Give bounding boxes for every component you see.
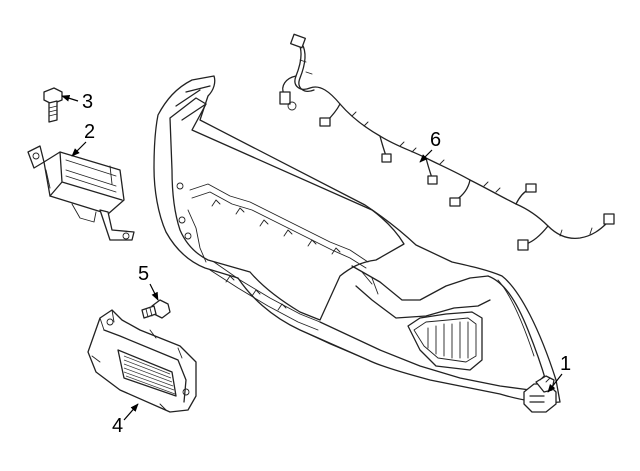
part-4-radar-bracket bbox=[87, 309, 197, 413]
callout-6: 6 bbox=[419, 129, 441, 163]
part-2-module bbox=[27, 145, 135, 241]
part-3-bolt bbox=[43, 87, 63, 123]
svg-text:5: 5 bbox=[138, 263, 149, 285]
bumper-cover bbox=[153, 75, 561, 404]
callout-1: 1 bbox=[547, 353, 571, 393]
callout-3: 3 bbox=[61, 91, 93, 113]
part-5-bolt bbox=[141, 299, 171, 319]
svg-text:1: 1 bbox=[560, 353, 571, 375]
callout-2: 2 bbox=[71, 121, 95, 157]
svg-text:4: 4 bbox=[112, 415, 123, 437]
callout-4: 4 bbox=[112, 403, 139, 437]
svg-text:6: 6 bbox=[430, 129, 441, 151]
svg-text:3: 3 bbox=[82, 91, 93, 113]
svg-text:2: 2 bbox=[84, 121, 95, 143]
callout-5: 5 bbox=[138, 263, 159, 301]
